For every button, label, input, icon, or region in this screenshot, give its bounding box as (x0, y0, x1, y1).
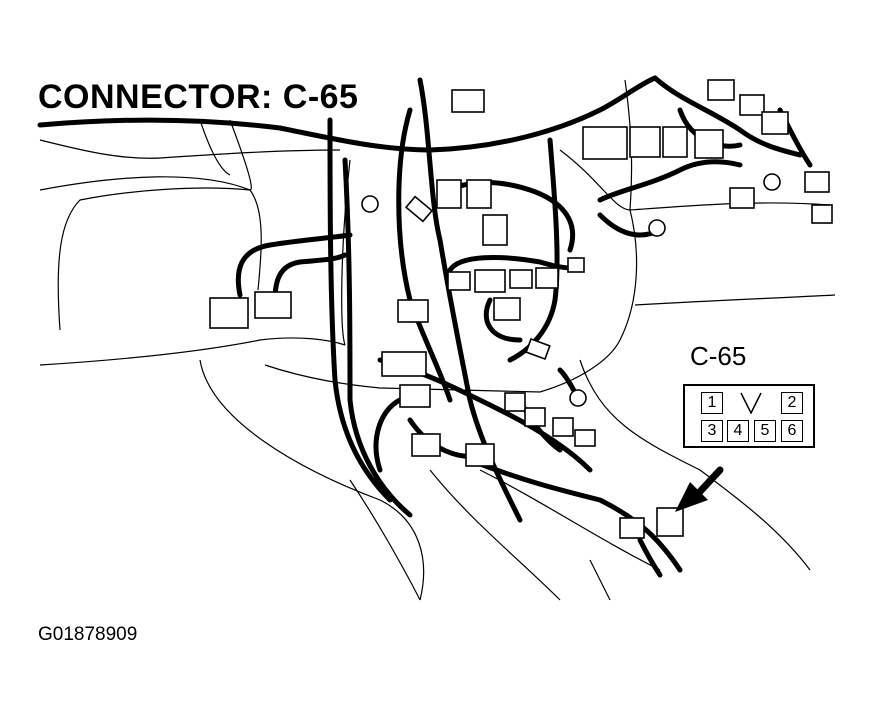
pin-3: 3 (701, 420, 723, 442)
arrow-icon (675, 466, 724, 512)
connector-title: CONNECTOR: C-65 (38, 78, 359, 116)
pin-1: 1 (701, 392, 723, 414)
figure-id: G01878909 (38, 624, 138, 645)
connectors (209, 79, 833, 539)
connector-pinout-face: 1 2 3 4 5 6 (683, 384, 815, 448)
pin-6: 6 (781, 420, 803, 442)
pin-5: 5 (754, 420, 776, 442)
keyway-icon (740, 392, 762, 414)
pin-4: 4 (727, 420, 749, 442)
pin-2: 2 (781, 392, 803, 414)
pinout-label: C-65 (690, 341, 747, 371)
